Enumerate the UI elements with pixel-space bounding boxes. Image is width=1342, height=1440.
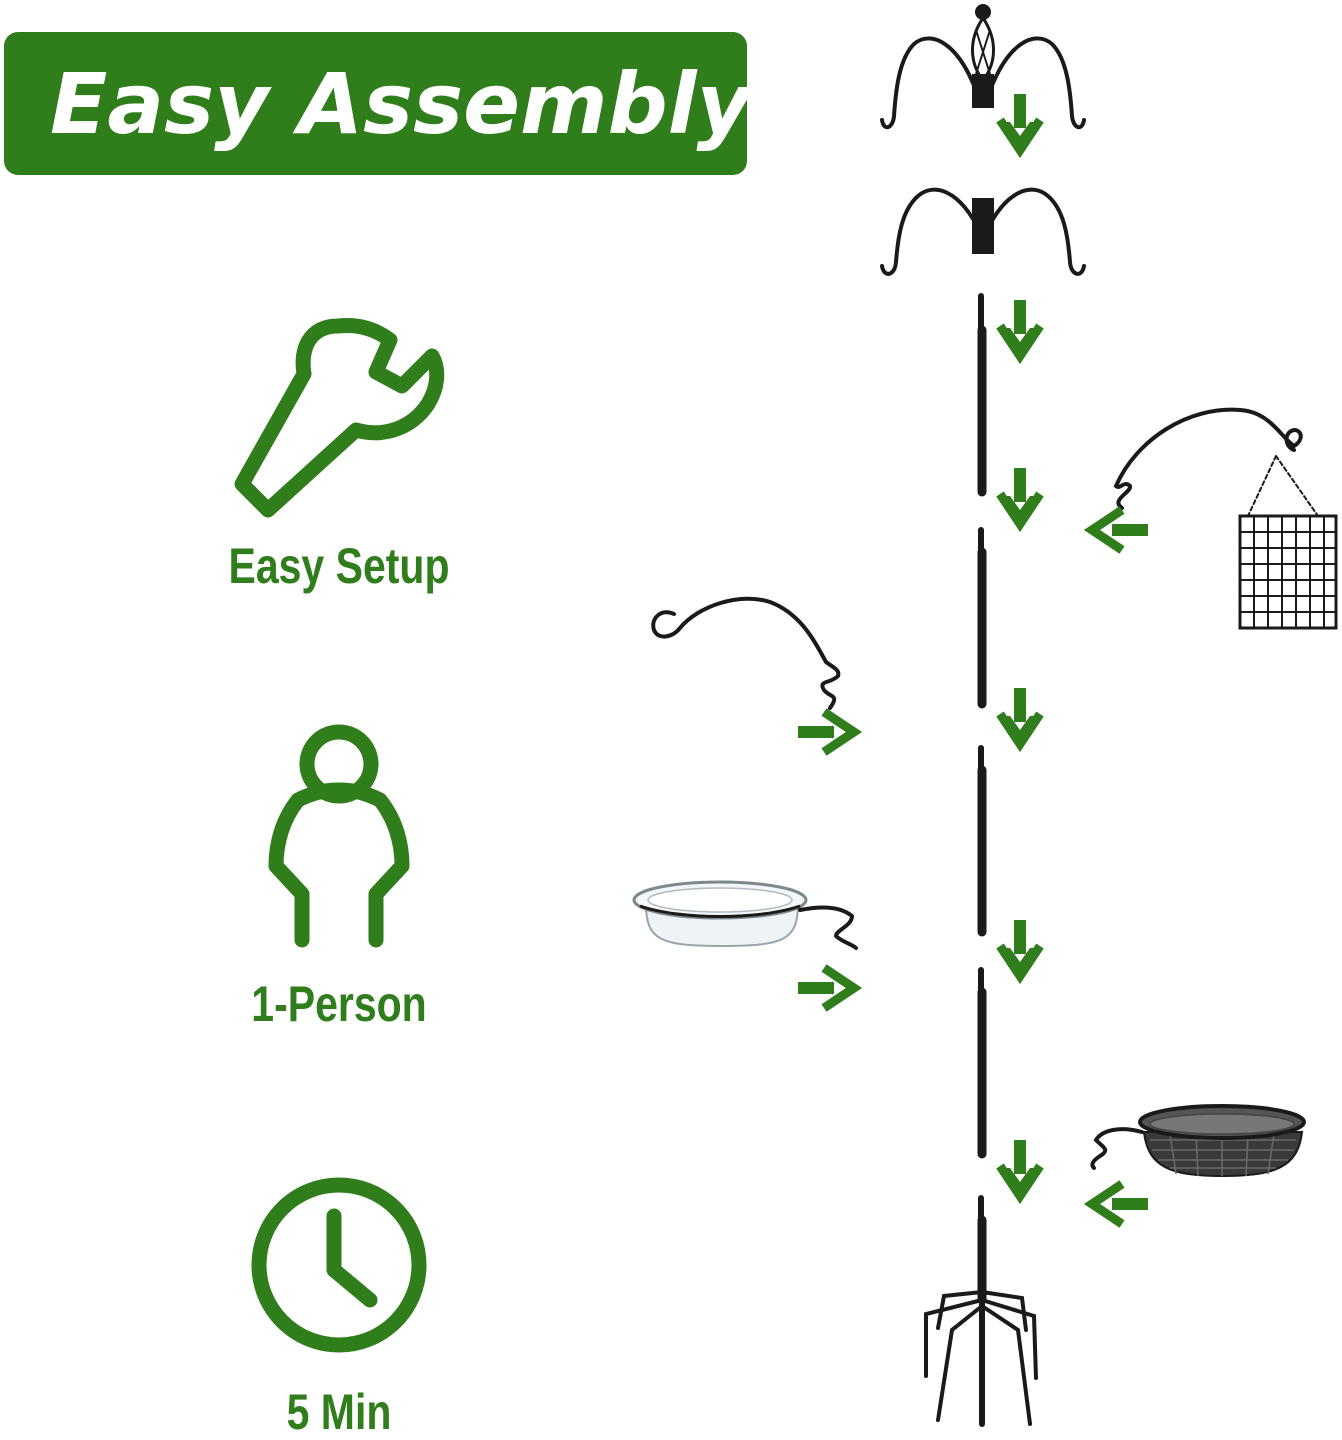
feature-label-easy-setup: Easy Setup xyxy=(228,538,450,594)
feature-label-1-person: 1-Person xyxy=(251,976,427,1032)
feature-label-5-min: 5 Min xyxy=(286,1384,392,1440)
pole-stake-base xyxy=(924,1290,1038,1427)
arrow-down-5 xyxy=(1000,920,1040,976)
arrow-left-suet xyxy=(1092,510,1148,550)
top-hook-crown xyxy=(880,4,1086,130)
arrow-down-6 xyxy=(1000,1140,1040,1196)
arrow-down-1 xyxy=(1000,94,1040,150)
wrench-icon xyxy=(234,318,445,518)
title-banner: Easy Assembly xyxy=(4,32,751,175)
arrows xyxy=(798,94,1148,1224)
arrow-down-2 xyxy=(1000,300,1040,356)
banner-title: Easy Assembly xyxy=(50,55,752,153)
pole-segments xyxy=(977,293,987,1305)
mesh-seed-tray xyxy=(1090,1104,1306,1178)
arrow-right-water-tray xyxy=(798,968,854,1008)
top-hook xyxy=(880,187,1086,276)
clear-water-tray xyxy=(632,880,858,950)
arrow-right-hook xyxy=(798,712,854,752)
person-icon xyxy=(268,724,410,948)
arrow-down-4 xyxy=(1000,688,1040,744)
arrow-down-3 xyxy=(1000,468,1040,524)
clock-icon xyxy=(251,1177,427,1353)
suet-cage-feeder xyxy=(1113,407,1338,630)
arrow-left-mesh-tray xyxy=(1092,1184,1148,1224)
plant-hanger-hook xyxy=(651,596,841,710)
